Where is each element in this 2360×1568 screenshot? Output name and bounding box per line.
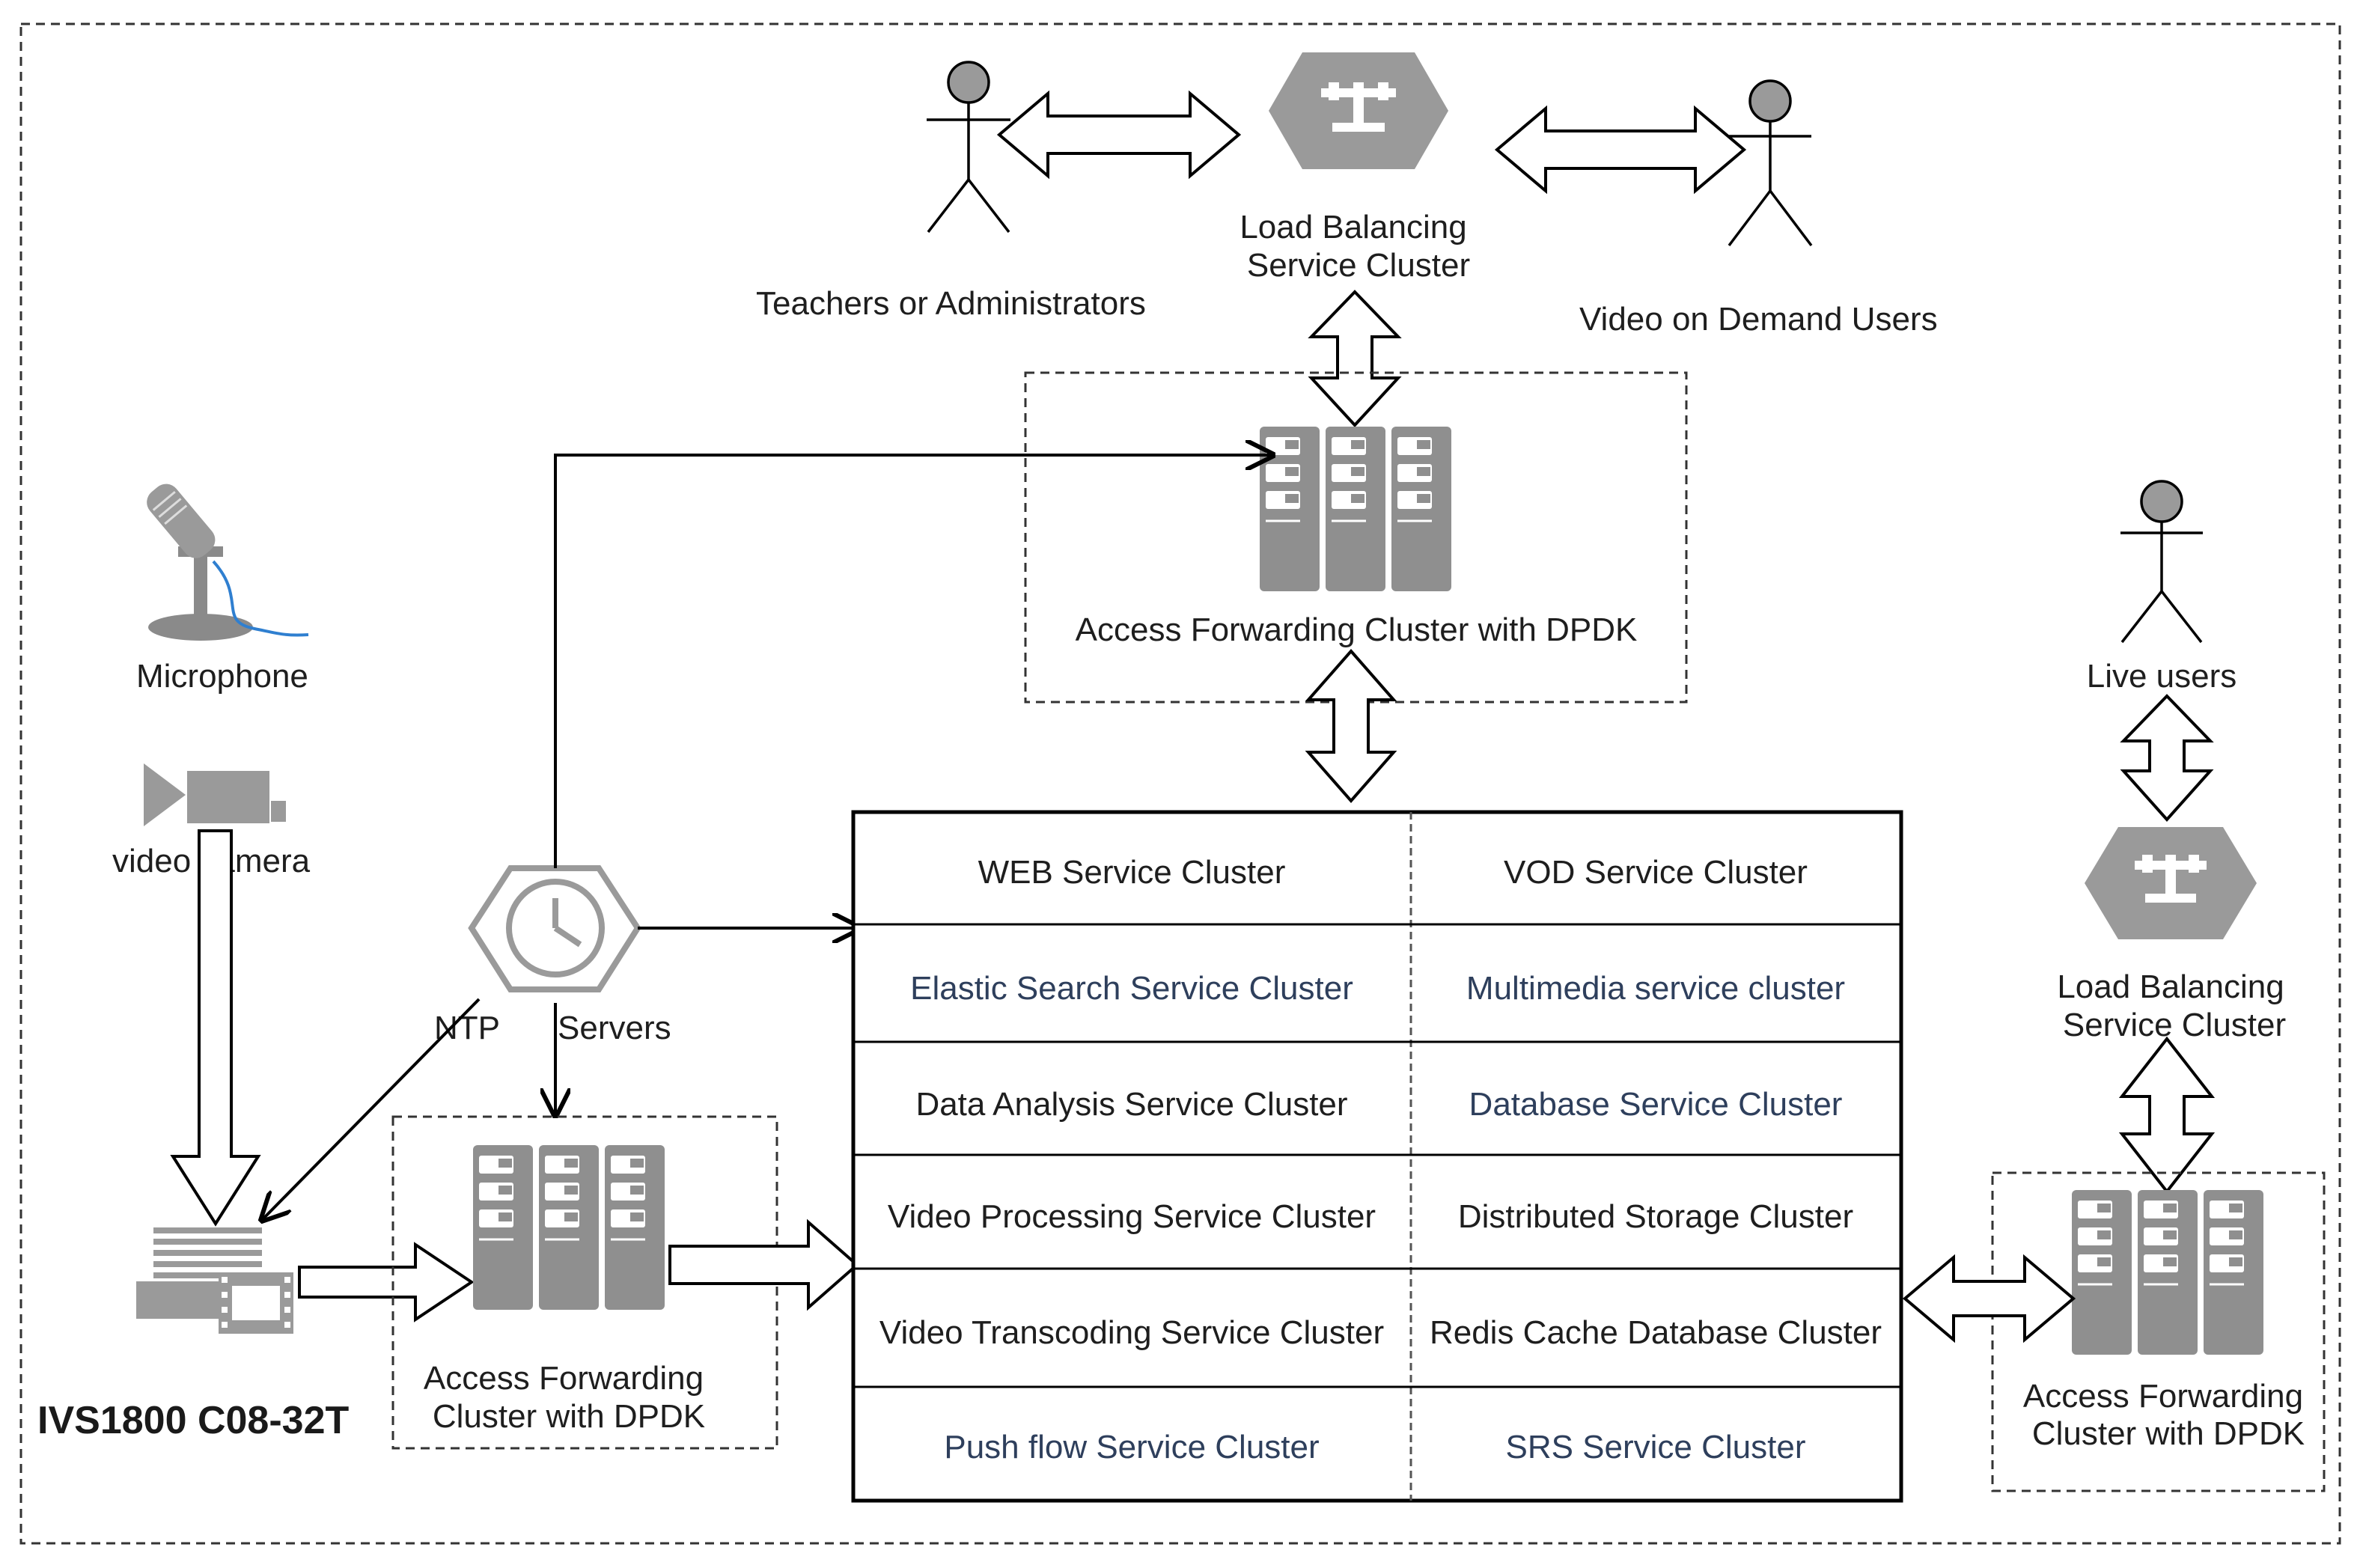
afc-left-services-arrow [668, 1218, 860, 1311]
microphone-label: Microphone [136, 658, 308, 695]
service-cell: Video Transcoding Service Cluster [879, 1314, 1384, 1351]
servers-label: Servers [558, 1010, 671, 1046]
lb-vod-double-arrow [1494, 105, 1747, 195]
service-cell: Video Processing Service Cluster [888, 1198, 1376, 1235]
afc-right-label-line1: Access Forwarding [2023, 1378, 2303, 1415]
load-balancer-right-icon [2085, 827, 2257, 939]
vod-user-actor-icon [1728, 79, 1813, 247]
ivs-device-icon [136, 1227, 293, 1334]
service-cell: Elastic Search Service Cluster [910, 970, 1353, 1007]
service-cell: Distributed Storage Cluster [1458, 1198, 1853, 1235]
afc-services-double-arrow [1305, 648, 1397, 804]
access-forwarding-right-group [1991, 1171, 2326, 1492]
service-cell: Redis Cache Database Cluster [1430, 1314, 1882, 1351]
video-camera-icon [144, 763, 286, 826]
service-cell: VOD Service Cluster [1504, 854, 1808, 891]
ivs-afc-left-arrow [298, 1242, 475, 1323]
service-cell: Data Analysis Service Cluster [915, 1086, 1347, 1123]
live-user-actor-icon [2120, 480, 2203, 644]
lb-right-label-line1: Load Balancing [2057, 968, 2284, 1005]
server-rack-top-icon [1258, 425, 1453, 593]
load-balancer-icon [1269, 52, 1448, 169]
vod-users-label: Video on Demand Users [1579, 301, 1938, 338]
ntp-server-icon [468, 865, 641, 992]
access-forwarding-top-label: Access Forwarding Cluster with DPDK [1076, 611, 1638, 648]
service-grid: WEB Service Cluster VOD Service Cluster … [851, 810, 1903, 1503]
teacher-lb-double-arrow [996, 90, 1242, 180]
services-afc-right-double-arrow [1902, 1254, 2076, 1343]
ntp-to-top-afc-line [554, 455, 1272, 868]
service-cell: Push flow Service Cluster [944, 1429, 1319, 1465]
service-cell: Database Service Cluster [1469, 1086, 1843, 1123]
service-cell: Multimedia service cluster [1466, 970, 1845, 1007]
service-cell: WEB Service Cluster [978, 854, 1286, 891]
lb-afc-right-double-arrow [2118, 1036, 2216, 1195]
teachers-label: Teachers or Administrators [756, 285, 1146, 322]
server-rack-right-icon [2070, 1189, 2265, 1356]
teacher-actor-icon [927, 61, 1010, 234]
afc-left-label-line2: Cluster with DPDK [433, 1398, 705, 1435]
microphone-icon [147, 483, 309, 641]
afc-right-label-line2: Cluster with DPDK [2032, 1415, 2305, 1452]
lb-right-label-line2: Service Cluster [2063, 1007, 2286, 1043]
afc-left-label-line1: Access Forwarding [424, 1360, 704, 1397]
outer-boundary [19, 22, 2341, 1545]
camera-ivs-arrow [170, 829, 261, 1227]
ntp-label: NTP [434, 1010, 500, 1046]
live-users-label: Live users [2087, 658, 2237, 695]
server-rack-left-icon [472, 1144, 666, 1311]
lb-top-label-line2: Service Cluster [1247, 247, 1470, 284]
ivs-device-label: IVS1800 C08-32T [37, 1399, 349, 1442]
lb-afc-top-double-arrow [1308, 290, 1402, 427]
service-cell: SRS Service Cluster [1505, 1429, 1805, 1465]
live-lb-double-arrow [2120, 694, 2214, 823]
ntp-to-ivs-line [262, 998, 481, 1220]
lb-top-label-line1: Load Balancing [1240, 209, 1466, 245]
access-forwarding-left-group [391, 1115, 778, 1450]
